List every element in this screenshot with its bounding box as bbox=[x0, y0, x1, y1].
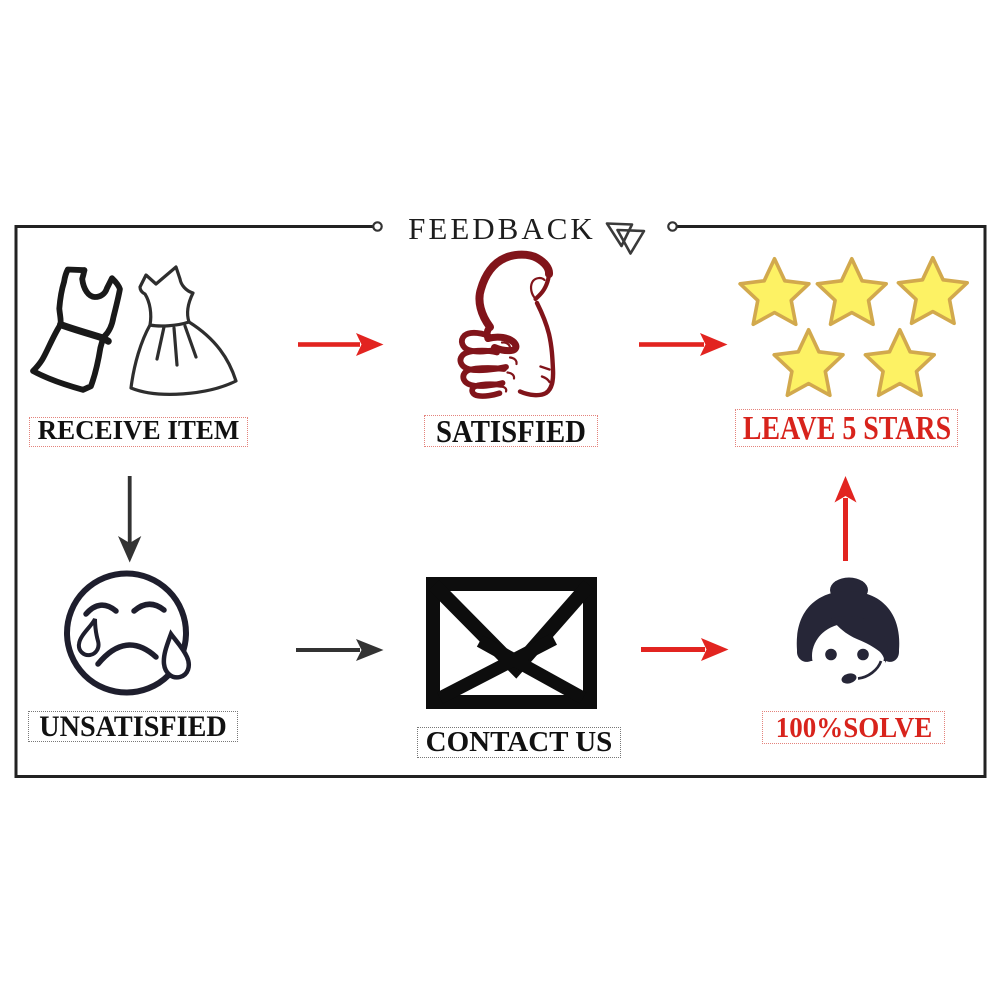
svg-text:FEEDBACK: FEEDBACK bbox=[408, 211, 596, 246]
